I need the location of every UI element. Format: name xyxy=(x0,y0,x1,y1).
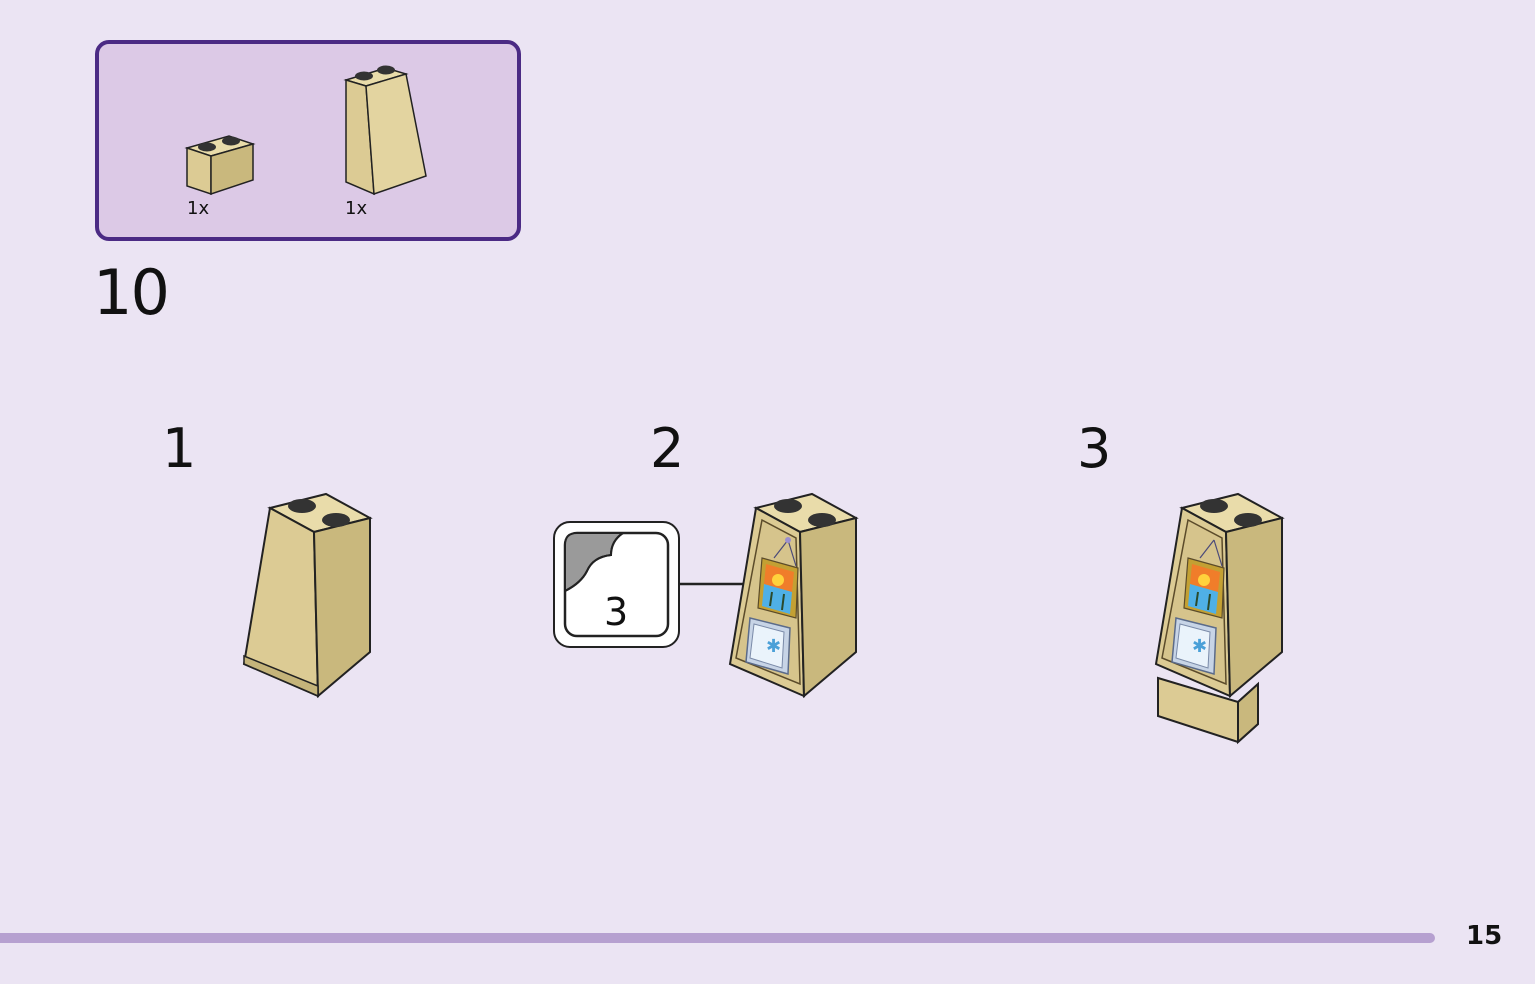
slope-brick-with-sticker: ✱ xyxy=(728,492,859,699)
assembled-model: ✱ xyxy=(1154,492,1285,745)
brick-1x2-icon xyxy=(184,135,256,196)
page-number: 15 xyxy=(1466,921,1503,951)
sticker-callout xyxy=(553,521,753,648)
progress-bar xyxy=(0,933,1435,943)
part-2-quantity: 1x xyxy=(345,198,368,219)
substep-1-number: 1 xyxy=(162,417,197,480)
part-1-quantity: 1x xyxy=(187,198,210,219)
substep-2-number: 2 xyxy=(650,417,685,480)
slope-brick-icon xyxy=(343,65,427,196)
substep-3-number: 3 xyxy=(1077,417,1112,480)
svg-text:✱: ✱ xyxy=(766,636,781,657)
step-number: 10 xyxy=(93,256,170,329)
sticker-number: 3 xyxy=(604,590,629,634)
parts-list-box xyxy=(95,40,521,241)
slope-brick-step-1 xyxy=(242,492,373,699)
svg-text:✱: ✱ xyxy=(1192,636,1207,657)
